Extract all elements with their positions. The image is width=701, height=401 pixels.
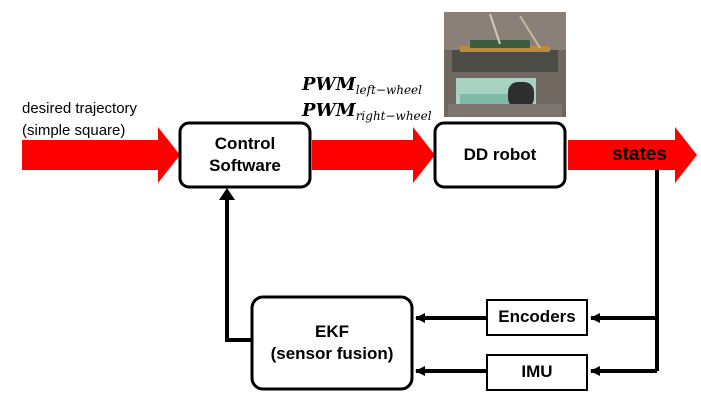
ekf-line1: EKF [315, 321, 349, 341]
pwm-left-sub: left−wheel [355, 83, 422, 97]
imu-box [486, 354, 588, 391]
input-arrow [22, 127, 180, 183]
encoders-label: Encoders [498, 307, 576, 327]
control-software-line1: Control [214, 133, 276, 153]
control-software-line2: Software [209, 156, 281, 175]
ekf-line2: (sensor fusion) [270, 344, 394, 363]
imu-label: IMU [521, 362, 553, 382]
states-arrow [568, 127, 697, 183]
ekf-box [250, 295, 414, 391]
pwm-left-label: PWMleft−wheel [302, 74, 422, 97]
dd-robot-box [433, 121, 567, 189]
robot-photo [444, 12, 566, 117]
input-label-line1: desired trajectory [22, 100, 138, 117]
control-software-box [178, 121, 312, 189]
states-label: states [612, 144, 667, 165]
dd-robot-label: DD robot [463, 144, 537, 164]
pwm-right-label: PWMright−wheel [302, 100, 432, 123]
input-label-line2: (simple square) [22, 122, 126, 139]
ekf-label: EKF (sensor fusion) [252, 297, 412, 389]
encoders-box [486, 299, 588, 336]
pwm-arrow [312, 127, 435, 183]
ekf-to-control-arrowhead [219, 188, 235, 200]
pwm-left-main: PWM [302, 74, 356, 95]
control-software-label: Control Software [180, 123, 310, 187]
pwm-right-main: PWM [302, 100, 356, 121]
pwm-right-sub: right−wheel [355, 109, 432, 123]
ekf-to-control-line [225, 196, 252, 342]
